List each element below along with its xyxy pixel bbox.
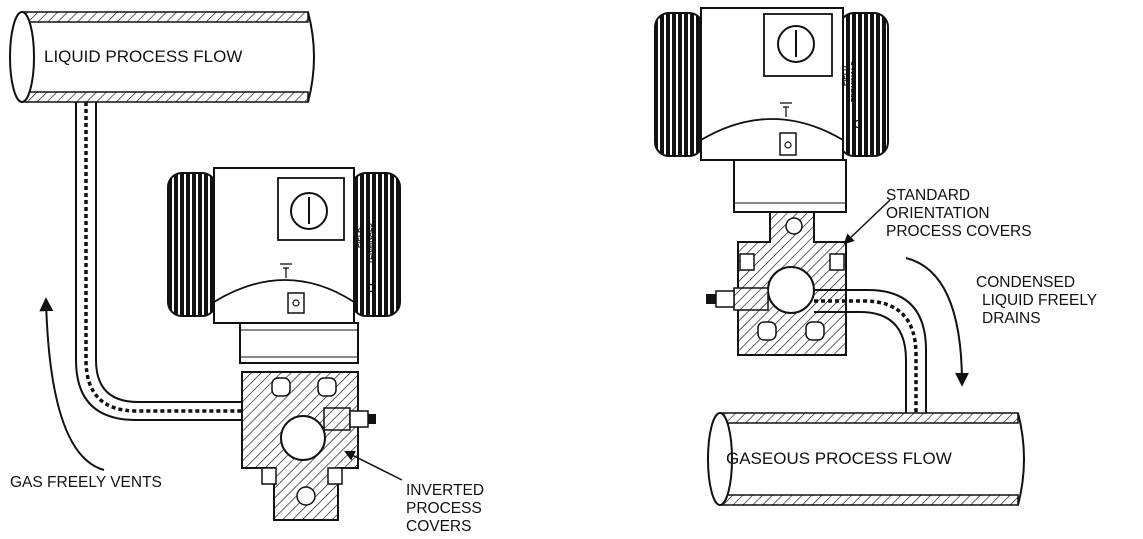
inverted-process-covers-label: INVERTED PROCESS COVERS [406, 482, 484, 536]
right-transmitter-housing: FIELD TERMINALS [654, 7, 889, 213]
label-line: INVERTED [406, 482, 485, 499]
lock-icon [853, 119, 863, 129]
right-process-flange [706, 211, 847, 356]
label-line: PROCESS COVERS [886, 223, 1032, 240]
label-line: COVERS [406, 518, 472, 535]
ground-symbol-icon [280, 263, 292, 278]
standard-orientation-covers-label: STANDARD ORIENTATION PROCESS COVERS [886, 187, 1032, 241]
left-transmitter-housing: FIELD TERMINALS [167, 167, 401, 364]
gaseous-process-pipe [707, 412, 1025, 506]
label-line: STANDARD [886, 187, 971, 204]
ground-symbol-icon [780, 102, 792, 117]
liquid-process-flow-label: LIQUID PROCESS FLOW [44, 47, 243, 66]
lock-icon [366, 283, 376, 293]
gas-freely-vents-label: GAS FREELY VENTS [10, 474, 162, 491]
label-line: PROCESS [406, 500, 482, 517]
left-process-flange [241, 371, 376, 521]
flow-arrow-up-icon [39, 297, 105, 471]
left-assembly: FIELD TERMINALS [9, 11, 403, 521]
inverted-covers-leader [344, 451, 403, 481]
label-line: LIQUID FREELY [982, 292, 1098, 309]
flow-arrow-down-icon [905, 257, 969, 387]
standard-covers-leader [843, 199, 891, 245]
housing-marking-terminals: TERMINALS [851, 61, 858, 102]
gaseous-process-flow-label: GASEOUS PROCESS FLOW [726, 449, 952, 468]
label-line: DRAINS [982, 310, 1041, 327]
label-line: ORIENTATION [886, 205, 990, 222]
housing-marking-terminals: TERMINALS [367, 223, 374, 264]
liquid-process-pipe [9, 11, 315, 103]
label-line: CONDENSED [976, 274, 1076, 291]
housing-marking-field: FIELD [842, 66, 849, 86]
right-assembly: FIELD TERMINALS [654, 7, 1025, 506]
housing-marking-field: FIELD [358, 228, 365, 248]
right-impulse-line [814, 289, 927, 420]
left-impulse-line [75, 102, 250, 421]
condensed-liquid-drains-label: CONDENSED LIQUID FREELY DRAINS [976, 274, 1097, 328]
